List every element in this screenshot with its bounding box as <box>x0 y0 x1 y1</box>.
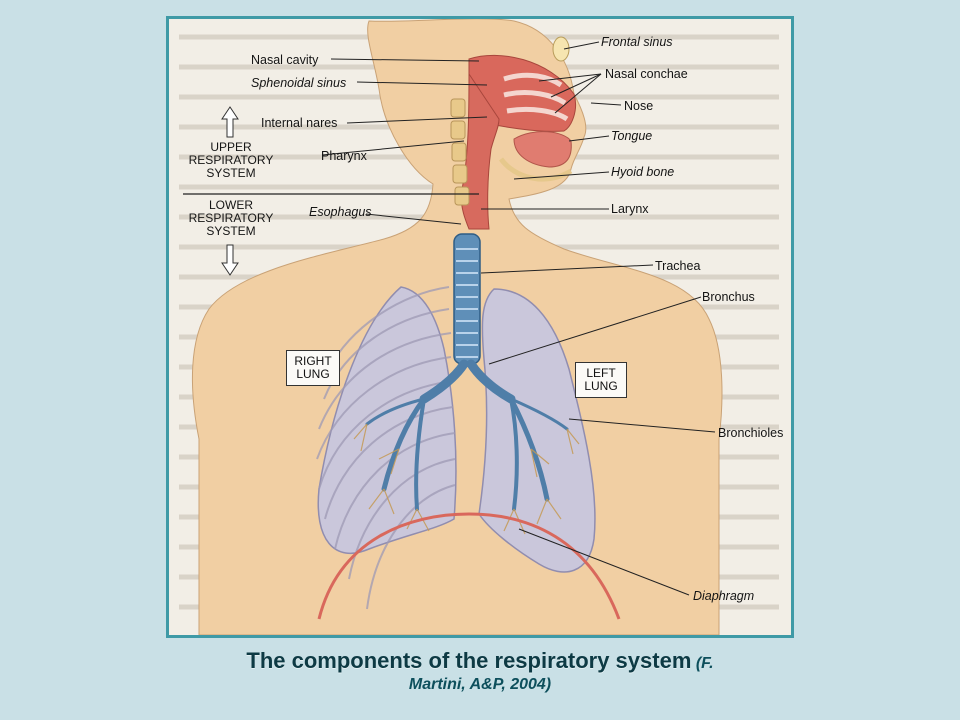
caption-citation-start: (F. <box>691 655 714 672</box>
caption-title: The components of the respiratory system <box>246 648 692 673</box>
label-nose: Nose <box>624 99 654 113</box>
caption-line-1: The components of the respiratory system… <box>0 648 960 674</box>
label-nasal-conchae: Nasal conchae <box>605 67 688 81</box>
leader-lines <box>321 41 716 596</box>
label-diaphragm: Diaphragm <box>693 589 755 603</box>
bronchioles-branches <box>353 423 580 535</box>
left-lung-shape <box>478 288 596 573</box>
figure-caption: The components of the respiratory system… <box>0 648 960 694</box>
label-frontal-sinus: Frontal sinus <box>601 35 673 49</box>
label-pharynx: Pharynx <box>321 149 367 163</box>
down-arrow-icon <box>221 244 239 276</box>
label-nasal-cavity: Nasal cavity <box>251 53 319 67</box>
diaphragm-shape <box>317 512 621 620</box>
caption-citation-end: Martini, A&P, 2004) <box>408 676 552 693</box>
up-arrow-icon <box>221 106 239 138</box>
label-esophagus: Esophagus <box>309 205 372 219</box>
upper-respiratory-system-label: UPPER RESPIRATORY SYSTEM <box>188 140 274 180</box>
nasal-conchae-shapes <box>503 72 569 122</box>
anatomy-illustration <box>179 19 779 635</box>
pharynx-shape <box>460 72 500 230</box>
label-bronchioles: Bronchioles <box>718 426 784 440</box>
left-lung-label: LEFT LUNG <box>575 362 627 398</box>
label-internal-nares: Internal nares <box>261 116 338 130</box>
label-trachea: Trachea <box>655 259 701 273</box>
label-bronchus: Bronchus <box>702 290 755 304</box>
respiratory-figure: Nasal cavity Sphenoidal sinus Internal n… <box>166 16 794 638</box>
cervical-vertebrae <box>450 98 470 206</box>
caption-line-2: Martini, A&P, 2004) <box>0 676 960 694</box>
right-lung-shape <box>317 286 457 555</box>
label-sphenoidal-sinus: Sphenoidal sinus <box>251 76 347 90</box>
tongue-shape <box>513 131 572 168</box>
frontal-sinus-shape <box>552 36 570 62</box>
label-hyoid-bone: Hyoid bone <box>611 165 675 179</box>
label-tongue: Tongue <box>611 129 653 143</box>
label-larynx: Larynx <box>611 202 649 216</box>
bronchi-tree <box>365 359 569 511</box>
lower-respiratory-system-label: LOWER RESPIRATORY SYSTEM <box>188 198 274 238</box>
right-lung-label: RIGHT LUNG <box>286 350 340 386</box>
trachea-rings <box>456 248 478 358</box>
